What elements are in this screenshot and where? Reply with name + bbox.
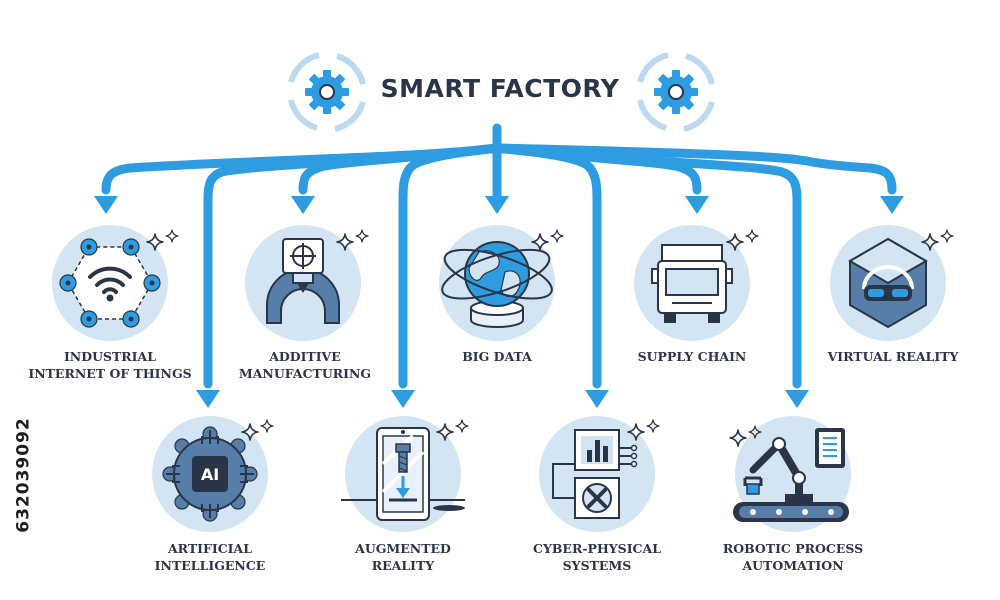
label-supply-chain: SUPPLY CHAIN	[637, 349, 747, 364]
label-robotic-process-automation: ROBOTIC PROCESS AUTOMATION	[722, 541, 864, 573]
ar-phone-icon	[341, 427, 465, 521]
svg-text:AI: AI	[201, 465, 219, 484]
arrowheads	[94, 196, 904, 408]
connector-arrows	[101, 123, 897, 389]
stock-id-text: 632039092	[14, 417, 34, 533]
label-industrial-internet-of-things: INDUSTRIAL INTERNET OF THINGS	[28, 349, 192, 381]
label-augmented-reality: AUGMENTED REALITY	[355, 541, 451, 573]
page-title: SMART FACTORY	[380, 74, 620, 103]
cyber-physical-icon	[552, 429, 638, 519]
label-virtual-reality: VIRTUAL REALITY	[827, 349, 959, 364]
header-right-gear-icon	[637, 52, 715, 132]
label-big-data: BIG DATA	[462, 349, 532, 364]
header-left-gear-icon	[288, 52, 366, 132]
stock-id-container: 632039092	[4, 360, 44, 590]
robot-arm-icon	[733, 428, 849, 522]
label-cyber-physical-systems: CYBER-PHYSICAL SYSTEMS	[533, 541, 661, 573]
iot-network-icon	[59, 238, 161, 328]
vr-headset-icon	[848, 237, 928, 329]
3d-printer-icon	[266, 238, 340, 324]
truck-icon	[651, 244, 733, 323]
label-artificial-intelligence: ARTIFICIAL INTELLIGENCE	[154, 541, 266, 573]
globe-icon	[441, 241, 553, 328]
ai-chip-icon: AI	[162, 426, 258, 522]
label-additive-manufacturing: ADDITIVE MANUFACTURING	[238, 349, 372, 381]
